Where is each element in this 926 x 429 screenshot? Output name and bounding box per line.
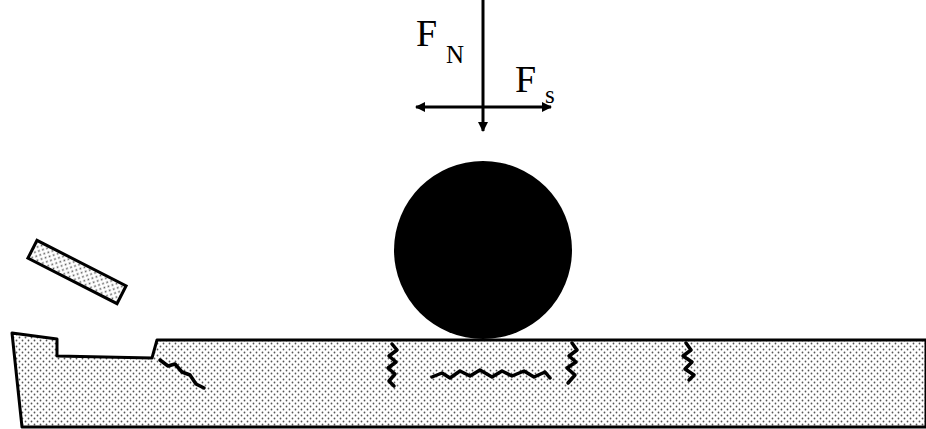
force-symbol: F xyxy=(515,60,536,98)
cracks xyxy=(160,343,694,388)
wear-flake xyxy=(28,240,126,303)
surface-slab xyxy=(12,333,926,427)
force-subscript: s xyxy=(545,82,555,107)
normal-force-arrow xyxy=(482,0,485,131)
shear-force-arrow xyxy=(416,106,551,109)
ball xyxy=(394,161,572,339)
force-subscript: N xyxy=(446,42,464,67)
force-symbol: F xyxy=(416,14,437,52)
